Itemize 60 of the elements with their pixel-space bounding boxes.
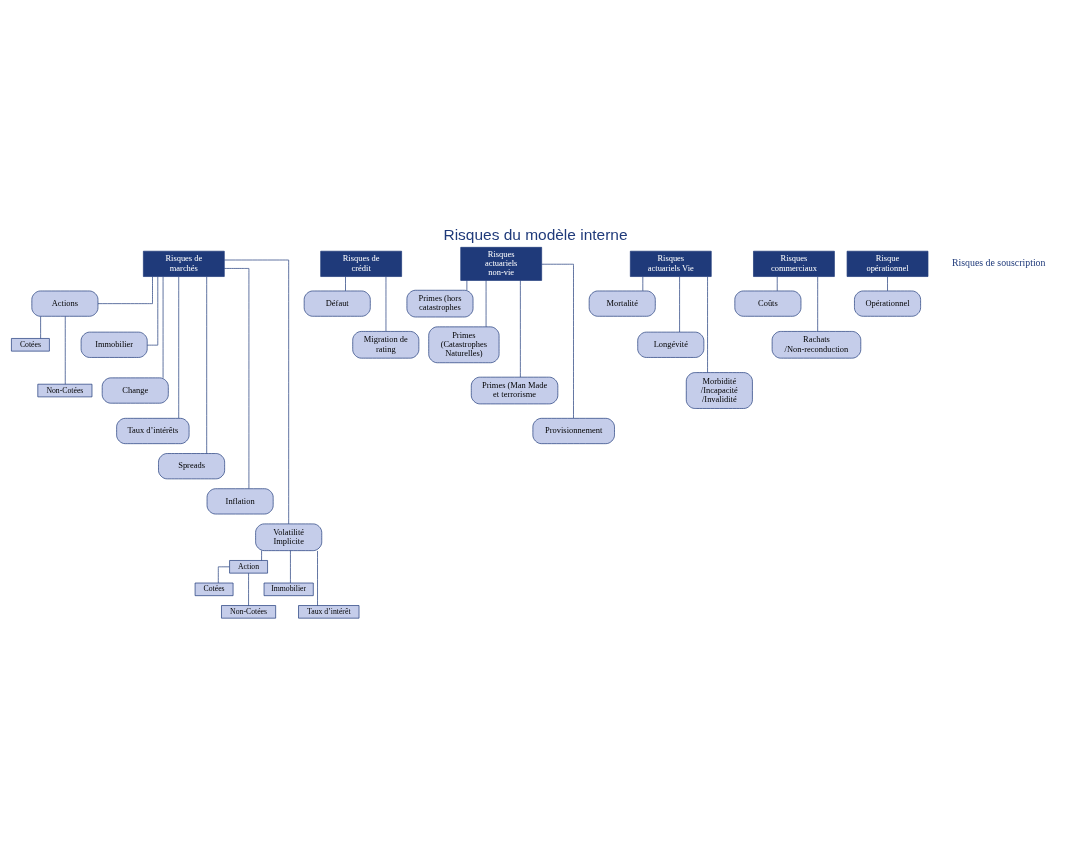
node-box: Migration de rating: [352, 331, 420, 359]
connector: [817, 276, 819, 332]
connector: [642, 276, 644, 292]
connector: [223, 268, 250, 489]
node-box: Primes (hors catastrophes: [406, 289, 474, 318]
connector: [147, 276, 159, 346]
node-box: Immobilier: [80, 331, 148, 358]
connector: [206, 276, 208, 454]
node-box: Immobilier: [263, 582, 314, 596]
connector: [385, 276, 387, 332]
node-box: Actions: [31, 290, 99, 317]
node-box: Risques actuariels Vie: [629, 250, 712, 277]
node-box: Primes (Catastrophes Naturelles): [428, 326, 500, 364]
connector: [261, 550, 262, 561]
connector: [776, 276, 778, 292]
connector: [541, 263, 574, 419]
connector: [224, 259, 290, 525]
node-box: Risque opérationnel: [846, 250, 929, 277]
node-box: Action: [229, 560, 268, 574]
diagram-title: Risques du modèle interne: [443, 226, 628, 244]
connector: [679, 276, 680, 333]
node-box: Volatilité Implicite: [255, 523, 323, 551]
node-box: Longévité: [637, 331, 705, 358]
node-box: Rachats /Non-reconduction: [771, 331, 862, 359]
node-box: Spreads: [158, 453, 225, 480]
connector: [345, 276, 346, 292]
connector: [64, 316, 66, 385]
node-box: Opérationnel: [854, 290, 921, 317]
node-box: Cotées: [11, 338, 50, 352]
connector: [248, 572, 249, 606]
connector: [178, 276, 180, 419]
node-box: Coûts: [734, 290, 802, 317]
connector: [40, 316, 41, 339]
node-box: Cotées: [194, 582, 234, 596]
connector: [520, 280, 521, 378]
node-box: Non-Cotées: [221, 605, 276, 619]
connector: [466, 280, 468, 291]
node-box: Change: [101, 377, 169, 404]
node-box: Mortalité: [588, 290, 656, 317]
node-box: Risques de crédit: [320, 250, 402, 277]
node-box: Morbidité /Incapacité /Invalidité: [685, 372, 753, 409]
connector: [97, 276, 153, 304]
node-box: Inflation: [206, 488, 274, 515]
node-box: Défaut: [303, 290, 371, 317]
connector: [707, 276, 708, 373]
node-box: Primes (Man Made et terrorisme: [470, 376, 559, 405]
node-box: Taux d’intérêts: [116, 417, 190, 445]
node-box: Provisionnement: [532, 417, 615, 445]
node-box: Risques de marchés: [143, 250, 225, 277]
connector: [317, 550, 318, 606]
node-box: Risques commerciaux: [753, 250, 835, 277]
node-box: Risques actuariels non-vie: [460, 247, 542, 281]
node-box: Non-Cotées: [37, 383, 93, 398]
connector: [217, 566, 230, 584]
node-box: Taux d’intérêt: [298, 605, 360, 619]
connector: [485, 280, 487, 328]
connector: [290, 550, 291, 584]
connector: [887, 276, 888, 292]
connector: [162, 276, 164, 379]
label: Risques de souscription: [951, 257, 1046, 269]
